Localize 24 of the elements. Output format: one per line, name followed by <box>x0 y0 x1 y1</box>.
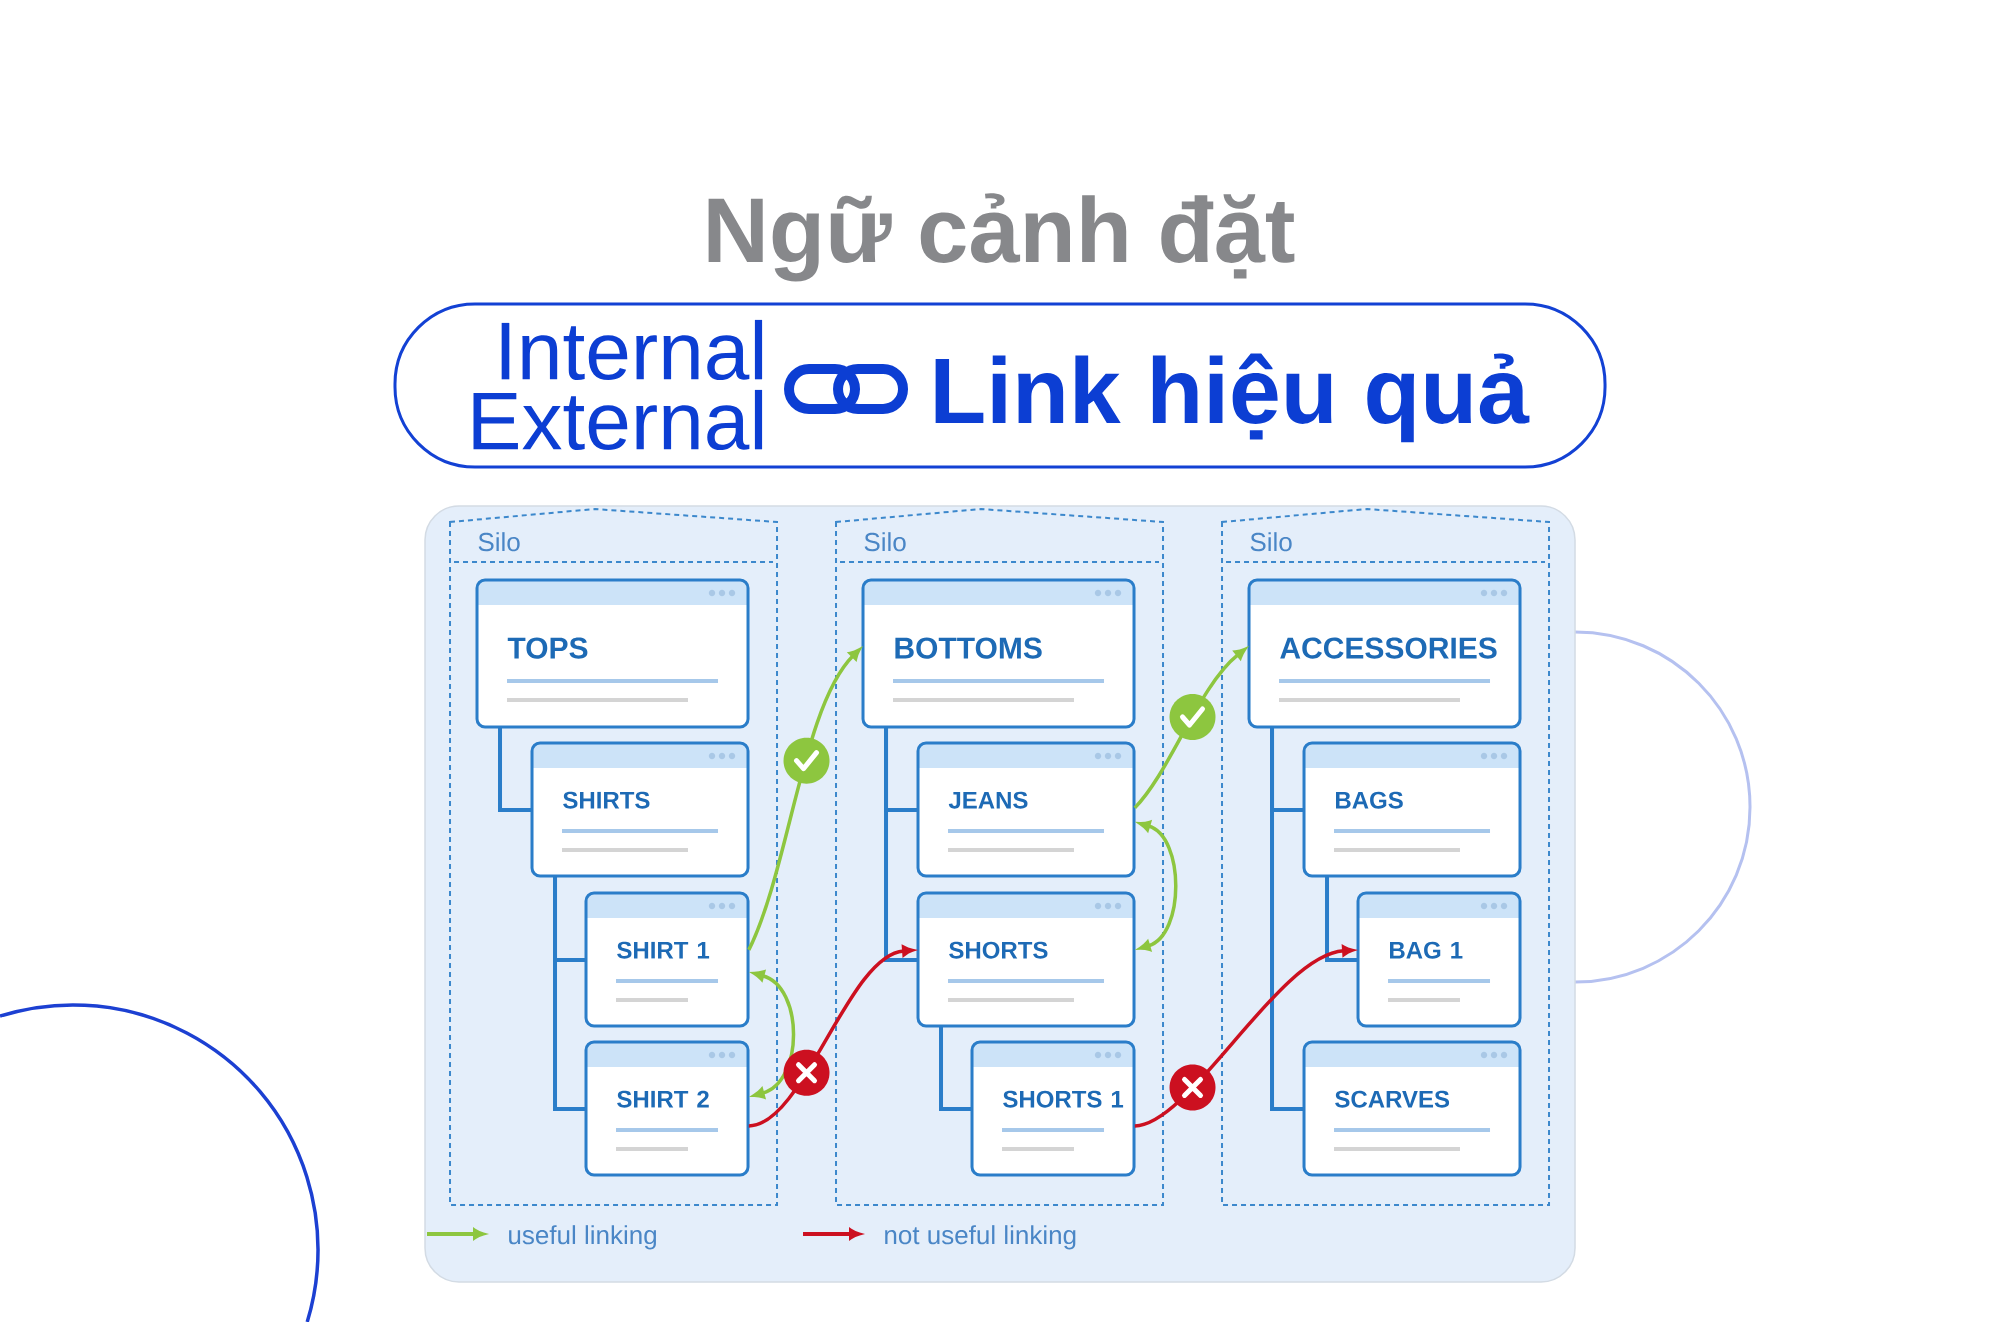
page-card: BAG 1 <box>1356 891 1522 1028</box>
page-card: SHORTS <box>916 891 1136 1028</box>
legend-text: not useful linking <box>885 1225 1076 1250</box>
page-card: BOTTOMS <box>861 578 1136 729</box>
tree-line <box>1325 876 1358 962</box>
page-card: ACCESSORIES <box>1247 578 1522 729</box>
page-card: SHORTS 1 <box>970 1040 1136 1177</box>
tree-line <box>553 876 586 1111</box>
page-card: SHIRT 1 <box>584 891 750 1028</box>
page-card: JEANS <box>916 741 1136 878</box>
tree-line <box>884 727 918 962</box>
legend-text: useful linking <box>509 1225 656 1250</box>
page-card: SHIRT 2 <box>584 1040 750 1177</box>
pill-banner <box>393 302 1607 469</box>
heading-text: Internal External <box>473 319 763 451</box>
title: Ngữ cảnh đặt <box>708 193 1295 282</box>
page-card: TOPS <box>475 578 750 729</box>
page-card: BAGS <box>1302 741 1522 878</box>
page-card: SCARVES <box>1302 1040 1522 1177</box>
tree-line <box>939 1026 972 1111</box>
tree-line <box>498 727 532 812</box>
heading-text: Link hiệu quả <box>935 353 1530 443</box>
page-card: SHIRTS <box>530 741 750 878</box>
tree-line <box>1270 727 1304 1111</box>
